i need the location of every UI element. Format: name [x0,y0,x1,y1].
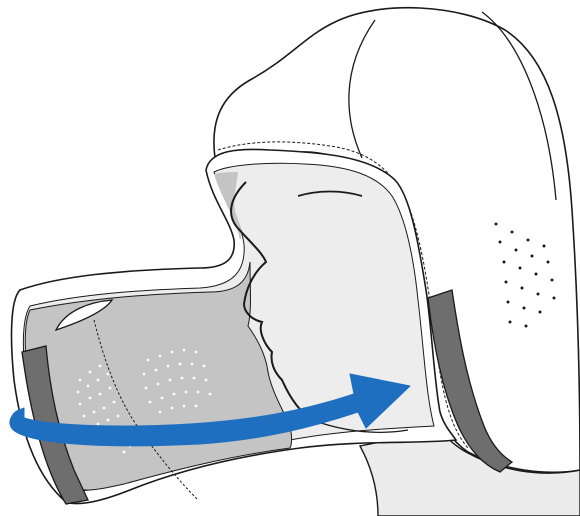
hood-diagram [0,0,580,516]
illustration-canvas [0,0,580,516]
